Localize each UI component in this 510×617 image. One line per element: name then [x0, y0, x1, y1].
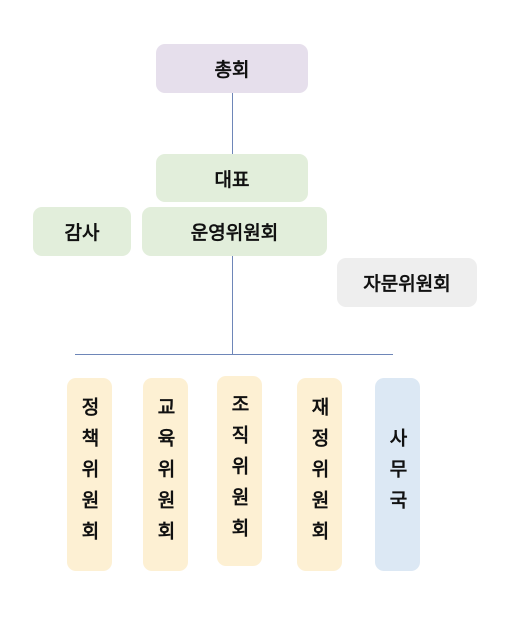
node-education-committee-label: 교육위원회 — [154, 397, 176, 552]
node-organization-committee-label: 조직위원회 — [228, 393, 250, 549]
node-steering-committee-label: 운영위원회 — [190, 222, 279, 244]
node-general-assembly-label: 총회 — [214, 59, 250, 81]
connector-top-vertical — [232, 93, 233, 154]
node-steering-committee: 운영위원회 — [142, 207, 327, 256]
node-education-committee: 교육위원회 — [143, 378, 188, 571]
node-representative-label: 대표 — [214, 168, 250, 191]
node-finance-committee: 재정위원회 — [297, 378, 342, 571]
node-auditor: 감사 — [33, 207, 131, 256]
node-advisory-committee: 자문위원회 — [337, 258, 477, 307]
connector-mid-vertical — [232, 256, 233, 354]
node-advisory-committee-label: 자문위원회 — [363, 273, 451, 295]
node-representative: 대표 — [156, 154, 308, 202]
node-auditor-label: 감사 — [64, 222, 100, 244]
node-secretariat-label: 사무국 — [386, 428, 408, 521]
node-policy-committee: 정책위원회 — [67, 378, 112, 571]
node-secretariat: 사무국 — [375, 378, 420, 571]
node-finance-committee-label: 재정위원회 — [308, 397, 330, 552]
node-policy-committee-label: 정책위원회 — [78, 397, 100, 552]
node-organization-committee: 조직위원회 — [217, 376, 262, 566]
connector-horizontal — [75, 354, 393, 355]
node-general-assembly: 총회 — [156, 44, 308, 93]
